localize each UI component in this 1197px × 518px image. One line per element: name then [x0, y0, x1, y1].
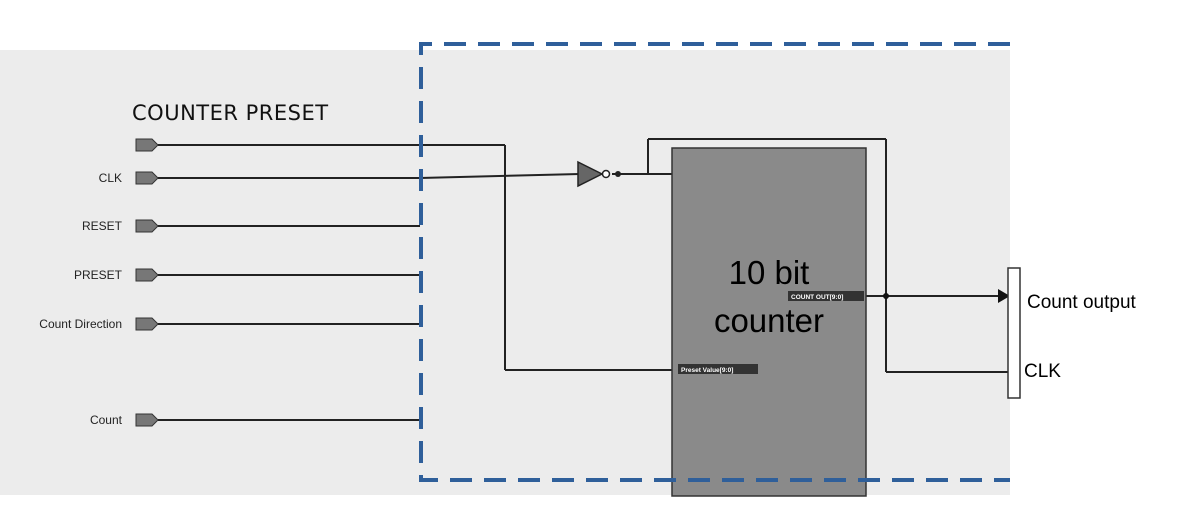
- block-title-line2: counter: [714, 302, 824, 339]
- output-label-count-output: Count output: [1027, 292, 1137, 313]
- input-pin-count-direction: Count Direction: [39, 317, 159, 331]
- input-pin-preset: PRESET: [74, 268, 159, 282]
- input-label-count-direction: Count Direction: [39, 317, 122, 331]
- output-module-edge: [1007, 267, 1021, 399]
- port-preset-value: Preset Value[9:0]: [681, 367, 733, 374]
- output-label-clk: CLK: [1024, 361, 1061, 382]
- inverter-gate: [577, 160, 621, 188]
- output-arrow: [998, 289, 1010, 303]
- input-label-preset: PRESET: [74, 268, 123, 282]
- block-title-line1: 10 bit: [729, 254, 810, 291]
- input-pin-0: [135, 138, 159, 152]
- port-count-out: COUNT OUT[9:0]: [791, 294, 843, 301]
- counter-block: 10 bit counter COUNT OUT[9:0] Preset Val…: [671, 147, 867, 497]
- wires: [158, 138, 1010, 421]
- input-label-reset: RESET: [82, 219, 123, 233]
- input-label-count: Count: [90, 413, 123, 427]
- input-pin-clk: CLK: [99, 171, 159, 185]
- junction-dot: [883, 293, 889, 299]
- input-pin-reset: RESET: [82, 219, 159, 233]
- input-label-clk: CLK: [99, 171, 122, 185]
- heading-counter-preset: COUNTER PRESET: [132, 101, 329, 125]
- input-pin-count: Count: [90, 413, 159, 427]
